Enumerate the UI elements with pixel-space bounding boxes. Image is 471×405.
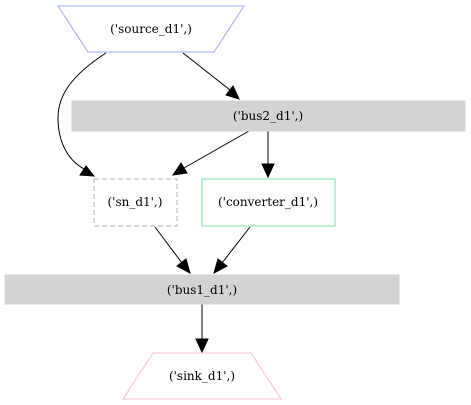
node-shape	[4, 274, 400, 305]
node-sn[interactable]: ('sn_d1',)	[93, 178, 178, 227]
edge-bus1-to-sink	[195, 304, 209, 354]
edge-line	[57, 52, 107, 171]
edge-sn-to-bus1	[154, 226, 191, 275]
edge-source-to-bus2	[182, 52, 240, 100]
node-converter[interactable]: ('converter_d1',)	[201, 178, 336, 227]
node-shape	[57, 5, 245, 53]
arrow-head	[171, 162, 188, 176]
node-label: ('source_d1',)	[110, 22, 192, 36]
edge-source-to-sn	[57, 52, 107, 177]
arrow-head	[176, 258, 191, 275]
node-shape	[93, 178, 178, 227]
node-label: ('converter_d1',)	[218, 195, 318, 209]
edge-line	[182, 52, 231, 91]
edge-line	[221, 226, 251, 264]
node-shape	[122, 352, 282, 400]
arrow-head	[79, 165, 96, 177]
node-label: ('sn_d1',)	[108, 195, 163, 209]
node-source[interactable]: ('source_d1',)	[57, 5, 245, 53]
edge-bus2-to-converter	[261, 131, 275, 179]
node-shape	[201, 178, 336, 227]
node-label: ('bus2_d1',)	[233, 109, 303, 123]
arrow-head	[213, 258, 228, 275]
edge-bus2-to-sn	[171, 130, 250, 176]
node-label: ('bus1_d1',)	[167, 283, 237, 297]
arrow-head	[195, 338, 209, 354]
node-bus2[interactable]: ('bus2_d1',)	[71, 100, 466, 132]
edges	[57, 52, 275, 354]
node-bus1[interactable]: ('bus1_d1',)	[4, 274, 400, 305]
node-shape	[71, 100, 466, 132]
arrow-head	[261, 163, 275, 179]
node-sink[interactable]: ('sink_d1',)	[122, 352, 282, 400]
edge-line	[183, 130, 250, 169]
edge-converter-to-bus1	[213, 226, 251, 275]
nodes: ('source_d1',) ('bus2_d1',) ('sn_d1',) (…	[4, 5, 466, 400]
edge-line	[154, 226, 183, 264]
node-label: ('sink_d1',)	[169, 369, 235, 383]
arrow-head	[225, 85, 240, 100]
